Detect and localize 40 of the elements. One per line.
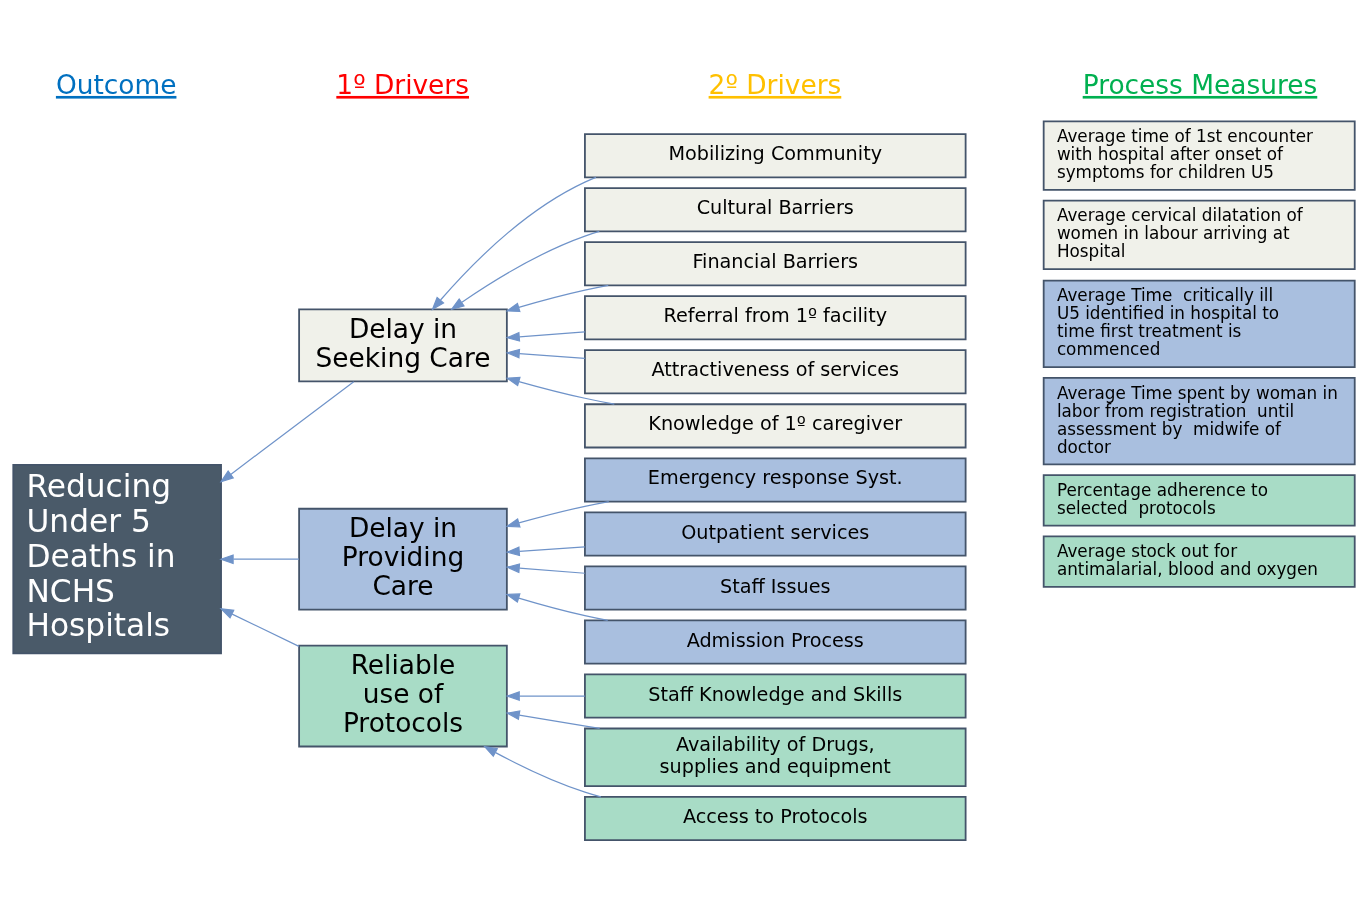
node-box: Reliable use of Protocols: [298, 644, 508, 748]
node-box: Average time of 1st encounter with hospital after onset of symptoms for children U5: [1042, 120, 1356, 191]
node-box: Delay in Providing Care: [298, 507, 508, 611]
node-box: Average Time critically ill U5 identified in hospital to time first treatment is commenced: [1042, 279, 1356, 368]
arrow: [505, 348, 586, 359]
node-box: Admission Process: [584, 619, 967, 665]
node-box: Average cervical dilatation of women in labour arriving at Hospital: [1042, 199, 1356, 271]
node-box: Average Time spent by woman in labor from registration until assessment by midwife of doctor: [1042, 376, 1356, 466]
node-box: Average stock out for antimalarial, blood and oxygen: [1042, 535, 1356, 588]
arrow: [219, 554, 300, 565]
node-box: Mobilizing Community: [584, 133, 967, 179]
arrow: [505, 331, 586, 342]
node-box: Attractiveness of services: [584, 349, 967, 395]
node-box: Access to Protocols: [584, 796, 967, 842]
arrow: [505, 691, 586, 702]
node-box: Financial Barriers: [584, 241, 967, 287]
label: Process Measures: [1082, 68, 1318, 100]
arrow: [450, 230, 600, 311]
arrow: [505, 546, 586, 557]
arrow: [505, 710, 601, 730]
node-box: Percentage adherence to selected protocols: [1042, 474, 1356, 527]
arrow: [483, 745, 602, 798]
label: 2º Drivers: [708, 68, 842, 100]
node-box: Referral from 1º facility: [584, 295, 967, 341]
node-box: Delay in Seeking Care: [298, 308, 508, 383]
arrow: [219, 381, 355, 483]
node-box: Reducing Under 5 Deaths in NCHS Hospitals: [12, 464, 222, 655]
node-box: Knowledge of 1º caregiver: [584, 403, 967, 449]
node-box: Staff Issues: [584, 565, 967, 611]
node-box: Staff Knowledge and Skills: [584, 673, 967, 719]
node-box: Outpatient services: [584, 511, 967, 557]
node-box: Cultural Barriers: [584, 187, 967, 233]
arrow: [505, 593, 609, 621]
arrow: [505, 563, 586, 574]
label: 1º Drivers: [336, 68, 469, 100]
node-box: Emergency response Syst.: [584, 457, 967, 503]
label: Outcome: [55, 68, 177, 100]
node-box: Availability of Drugs, supplies and equipment: [584, 727, 967, 788]
arrow: [219, 608, 300, 647]
arrow: [431, 176, 597, 311]
